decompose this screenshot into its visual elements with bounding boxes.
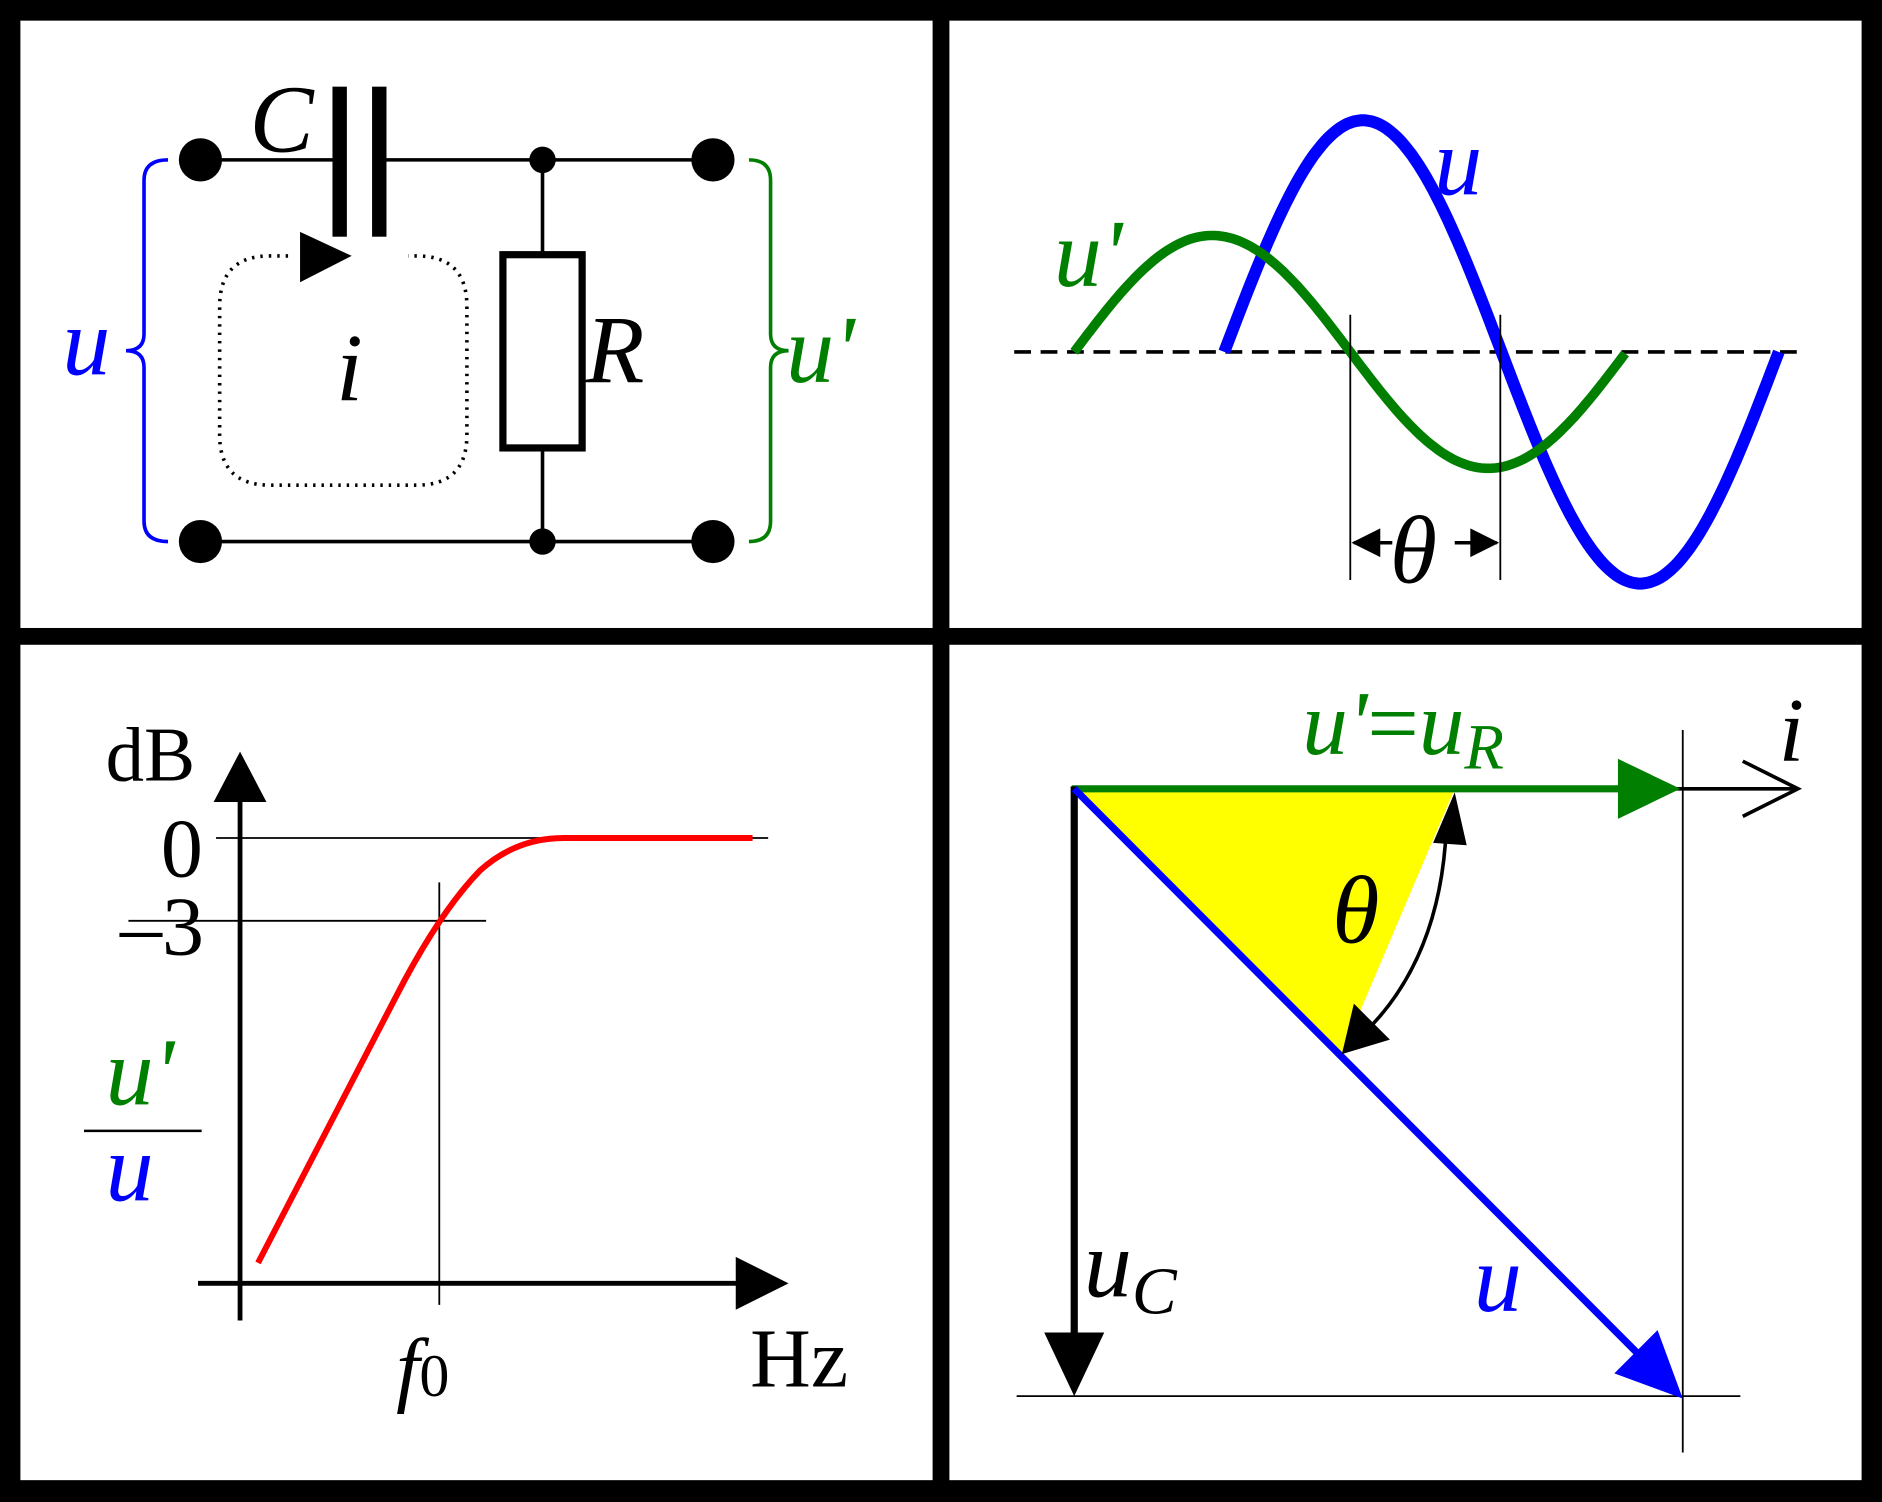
phase-arrow-left [1351, 528, 1381, 558]
ur-phasor-arrowhead [1617, 758, 1681, 819]
u-phasor [1071, 786, 1647, 1363]
uc-label: uC [1084, 1211, 1178, 1329]
gain-curve [255, 835, 753, 1265]
terminal [178, 138, 223, 182]
y-axis-arrow [213, 751, 267, 803]
phase-arc-arrow-bottom [1341, 1003, 1390, 1055]
tick-0db: 0 [161, 802, 203, 895]
input-wave-label: u [1434, 109, 1482, 216]
phase-triangle [1074, 788, 1455, 1055]
terminal [691, 138, 735, 182]
phase-label: θ [1390, 496, 1437, 603]
terminal [178, 519, 223, 564]
ur-label: u'=uR [1302, 673, 1504, 783]
output-brace [748, 158, 789, 544]
circuit: C R i u u' [62, 65, 856, 564]
tick-minus3db: –3 [119, 880, 204, 973]
u-phasor-arrowhead [1614, 1330, 1683, 1399]
resistor [499, 251, 586, 452]
current-label: i [1779, 680, 1804, 781]
current-arrow [300, 231, 352, 283]
output-wave-label: u' [1054, 200, 1124, 307]
resistor-label: R [585, 296, 645, 403]
junction [529, 528, 556, 555]
current-axis-arrowhead [1741, 759, 1803, 819]
waveforms: u u' θ [1014, 109, 1801, 603]
x-axis-arrow [735, 1256, 789, 1310]
y-unit-label: dB [106, 712, 196, 797]
current-label: i [336, 314, 363, 421]
input-brace [125, 158, 169, 544]
input-waveform [1218, 114, 1785, 590]
input-voltage-label: u [62, 289, 110, 396]
capacitor-plate [332, 86, 347, 237]
output-voltage-label: u' [786, 296, 856, 403]
junction [529, 146, 556, 174]
terminal [691, 519, 735, 564]
panel-circuit [20, 20, 933, 628]
uc-phasor-arrowhead [1044, 1332, 1105, 1397]
u-label: u [1474, 1225, 1522, 1332]
ratio-denominator: u [106, 1114, 154, 1221]
x-unit-label: Hz [750, 1313, 848, 1406]
phase-arc [1361, 828, 1449, 1037]
capacitor-plate [372, 86, 387, 237]
capacitor-label: C [250, 65, 315, 172]
panel-phasor [949, 644, 1862, 1481]
phase-arc-arrow-top [1433, 792, 1467, 846]
phasor-diagram: u'=uR i θ uC u [1016, 673, 1804, 1453]
ratio-numerator: u' [106, 1018, 176, 1125]
phase-arrow-right [1470, 528, 1500, 558]
bode-plot: dB 0 –3 f0 Hz u' u [84, 712, 848, 1415]
phase-angle-label: θ [1332, 856, 1379, 963]
panel-bode [20, 644, 933, 1481]
